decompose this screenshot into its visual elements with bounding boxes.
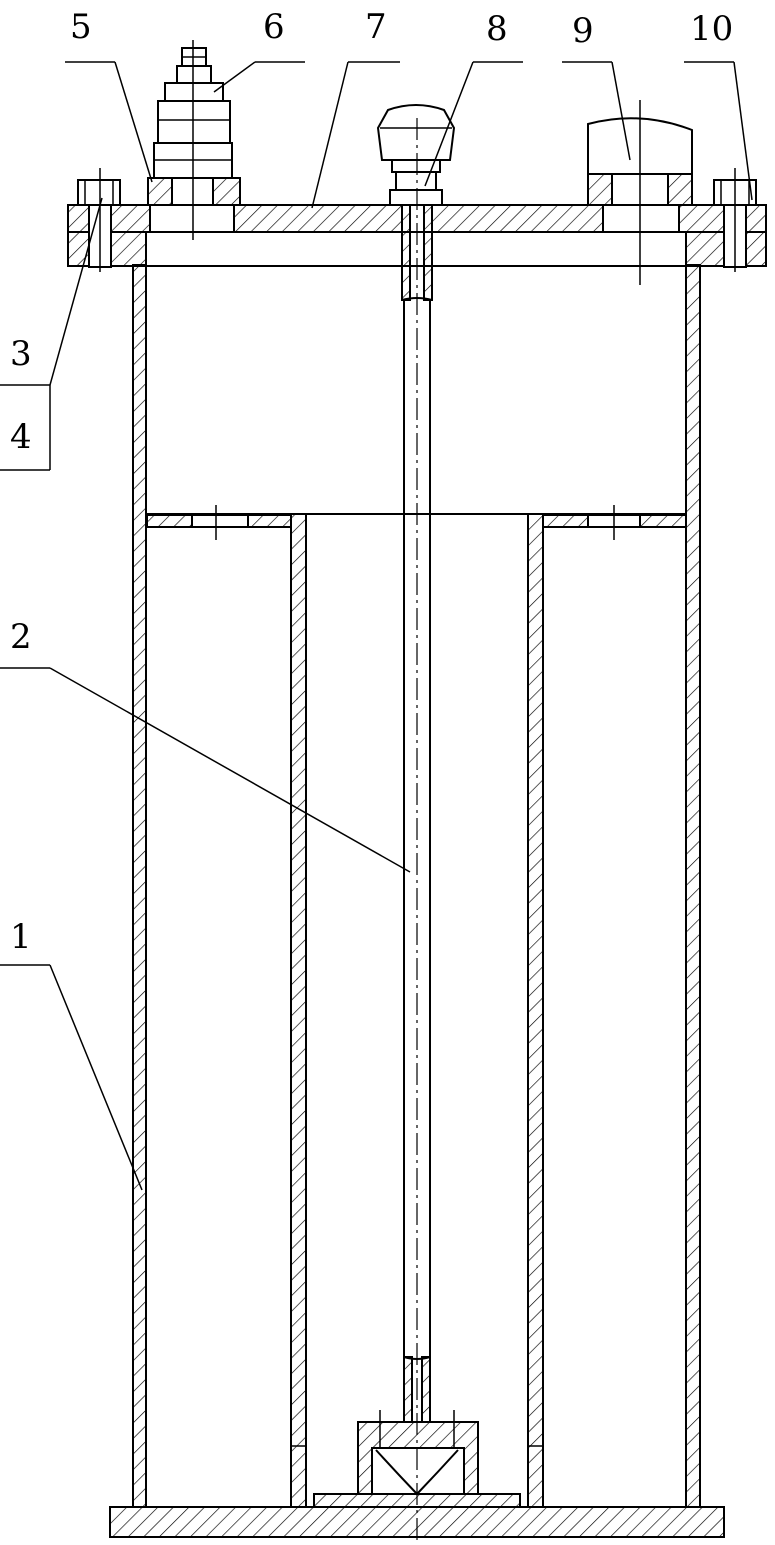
- bottom-nozzle: [357, 1410, 479, 1496]
- label-7: 7: [365, 7, 387, 47]
- center-fitting: [376, 104, 456, 206]
- label-2: 2: [10, 617, 32, 657]
- leader-lines: [0, 61, 753, 1191]
- safety-valve: [587, 100, 693, 285]
- bolt-right: [713, 168, 757, 272]
- label-4: 4: [10, 417, 32, 457]
- label-6: 6: [263, 7, 285, 47]
- valve-fitting: [147, 40, 241, 240]
- label-8: 8: [486, 9, 508, 49]
- ring-plate: [146, 505, 687, 540]
- label-3: 3: [10, 334, 32, 374]
- center-rod: [401, 204, 433, 1423]
- label-1: 1: [10, 917, 32, 957]
- inner-tubes: [290, 513, 544, 1508]
- bolt-left: [77, 168, 121, 272]
- label-5: 5: [70, 7, 92, 47]
- label-10: 10: [690, 9, 733, 49]
- label-9: 9: [572, 11, 594, 51]
